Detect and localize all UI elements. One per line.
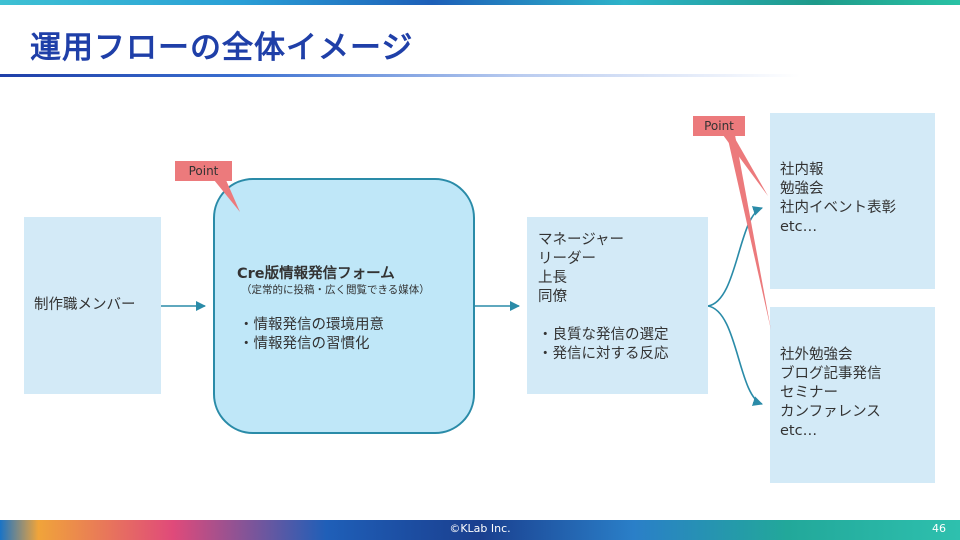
manager-action: ・発信に対する反応: [538, 346, 669, 362]
arrow-managers-to-internal: [707, 206, 763, 307]
title-underline: [0, 74, 800, 77]
manager-role: マネージャー: [538, 232, 624, 248]
footer-bar: [0, 520, 960, 540]
point-callout-platform: Point: [175, 161, 232, 181]
slide-title: 運用フローの全体イメージ: [30, 30, 414, 66]
manager-role: 上長: [538, 270, 567, 286]
manager-role: リーダー: [538, 251, 596, 267]
internal-item: etc…: [780, 219, 818, 235]
internal-item: 社内報: [780, 162, 824, 178]
members-label: 制作職メンバー: [34, 297, 136, 313]
callout-pointer-external: [727, 135, 771, 330]
manager-role: 同僚: [538, 289, 567, 305]
page-number: 46: [932, 522, 946, 535]
platform-points: ・情報発信の環境用意 ・情報発信の習慣化: [239, 316, 384, 354]
managers-box: マネージャー リーダー 上長 同僚 ・良質な発信の選定 ・発信に対する反応: [527, 217, 708, 394]
internal-item: 社内イベント表彰: [780, 200, 896, 216]
platform-title: Cre版情報発信フォーム: [237, 266, 395, 282]
arrow-managers-to-external: [707, 305, 763, 406]
external-activities-box: 社外勉強会 ブログ記事発信 セミナー カンファレンス etc…: [770, 307, 935, 483]
members-box: 制作職メンバー: [24, 217, 161, 394]
copyright: ©KLab Inc.: [449, 522, 511, 535]
external-item: セミナー: [780, 385, 838, 401]
manager-action: ・良質な発信の選定: [538, 327, 669, 343]
external-item: ブログ記事発信: [780, 366, 882, 382]
platform-subtitle: （定常的に投稿・広く閲覧できる媒体）: [241, 284, 430, 296]
top-stripe: [0, 0, 960, 5]
external-item: カンファレンス: [780, 404, 881, 420]
platform-point: ・情報発信の環境用意: [239, 317, 384, 333]
internal-item: 勉強会: [780, 181, 824, 197]
external-item: 社外勉強会: [780, 347, 853, 363]
platform-box: Cre版情報発信フォーム （定常的に投稿・広く閲覧できる媒体） ・情報発信の環境…: [213, 178, 475, 434]
platform-point: ・情報発信の習慣化: [239, 336, 370, 352]
internal-activities-box: 社内報 勉強会 社内イベント表彰 etc…: [770, 113, 935, 289]
callout-pointer-platform: [214, 180, 240, 212]
external-item: etc…: [780, 423, 818, 439]
point-callout-destinations: Point: [693, 116, 745, 136]
